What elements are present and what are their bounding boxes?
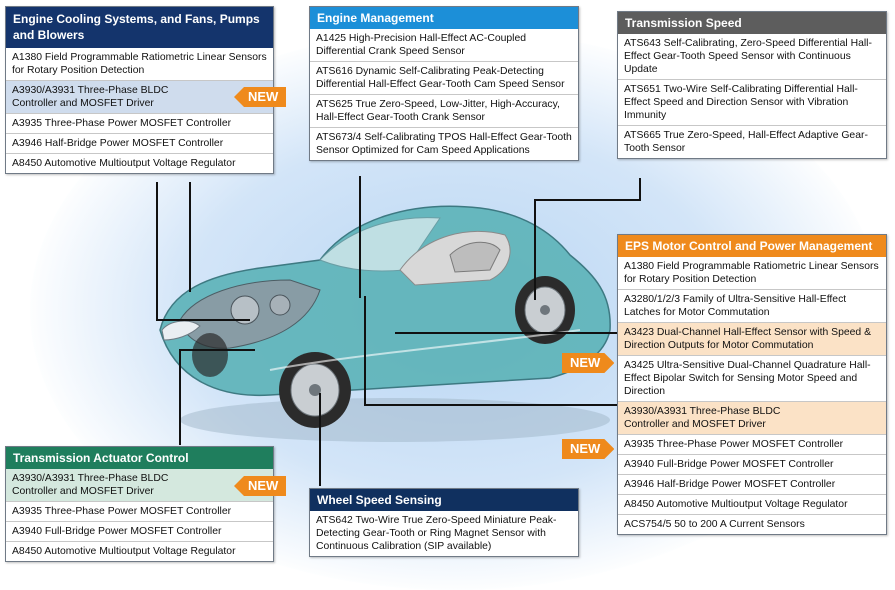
list-item: A3930/A3931 Three-Phase BLDC Controller … [618, 401, 886, 434]
transmission-speed-title: Transmission Speed [618, 12, 886, 34]
list-item: A3930/A3931 Three-Phase BLDC Controller … [6, 80, 273, 113]
list-item: ATS651 Two-Wire Self-Calibrating Differe… [618, 79, 886, 125]
list-item: A8450 Automotive Multioutput Voltage Reg… [6, 153, 273, 173]
list-item: A3946 Half-Bridge Power MOSFET Controlle… [618, 474, 886, 494]
new-badge: NEW [562, 353, 614, 373]
engine-cooling-card: Engine Cooling Systems, and Fans, Pumps … [5, 6, 274, 174]
list-item: A8450 Automotive Multioutput Voltage Reg… [6, 541, 273, 561]
wheel-speed-title: Wheel Speed Sensing [310, 489, 578, 511]
engine-management-card: Engine Management A1425 High-Precision H… [309, 6, 579, 161]
list-item: A3940 Full-Bridge Power MOSFET Controlle… [618, 454, 886, 474]
list-item: ATS665 True Zero-Speed, Hall-Effect Adap… [618, 125, 886, 158]
list-item: A3930/A3931 Three-Phase BLDC Controller … [6, 469, 273, 501]
list-item: A3935 Three-Phase Power MOSFET Controlle… [6, 113, 273, 133]
list-item: ATS643 Self-Calibrating, Zero-Speed Diff… [624, 38, 872, 75]
transmission-actuator-card: Transmission Actuator Control A3930/A393… [5, 446, 274, 562]
list-item: A3935 Three-Phase Power MOSFET Controlle… [6, 501, 273, 521]
eps-title: EPS Motor Control and Power Management [618, 235, 886, 257]
list-item: ATS642 Two-Wire True Zero-Speed Miniatur… [316, 515, 557, 552]
car-illustration [159, 205, 611, 442]
wheel-speed-card: Wheel Speed Sensing ATS642 Two-Wire True… [309, 488, 579, 557]
list-item: A3423 Dual-Channel Hall-Effect Sensor wi… [618, 322, 886, 355]
list-item: ATS616 Dynamic Self-Calibrating Peak-Det… [310, 61, 578, 94]
list-item: ATS673/4 Self-Calibrating TPOS Hall-Effe… [310, 127, 578, 160]
connector-lines [156, 176, 641, 486]
list-item: A3280/1/2/3 Family of Ultra-Sensitive Ha… [618, 289, 886, 322]
list-item: ACS754/5 50 to 200 A Current Sensors [618, 514, 886, 534]
list-item: A3935 Three-Phase Power MOSFET Controlle… [618, 434, 886, 454]
list-item: A8450 Automotive Multioutput Voltage Reg… [618, 494, 886, 514]
transmission-actuator-title: Transmission Actuator Control [6, 447, 273, 469]
engine-cooling-title: Engine Cooling Systems, and Fans, Pumps … [6, 7, 273, 48]
list-item: A3940 Full-Bridge Power MOSFET Controlle… [6, 521, 273, 541]
list-item: A1380 Field Programmable Ratiometric Lin… [12, 52, 267, 76]
list-item: A1380 Field Programmable Ratiometric Lin… [624, 261, 879, 285]
transmission-speed-card: Transmission Speed ATS643 Self-Calibrati… [617, 11, 887, 159]
list-item: A1425 High-Precision Hall-Effect AC-Coup… [316, 33, 527, 57]
new-badge: NEW [234, 87, 287, 107]
new-badge: NEW [562, 439, 614, 459]
list-item: A3425 Ultra-Sensitive Dual-Channel Quadr… [618, 355, 886, 401]
eps-card: EPS Motor Control and Power Management A… [617, 234, 887, 535]
list-item: ATS625 True Zero-Speed, Low-Jitter, High… [310, 94, 578, 127]
new-badge: NEW [234, 476, 287, 496]
list-item: A3946 Half-Bridge Power MOSFET Controlle… [6, 133, 273, 153]
engine-management-title: Engine Management [310, 7, 578, 29]
